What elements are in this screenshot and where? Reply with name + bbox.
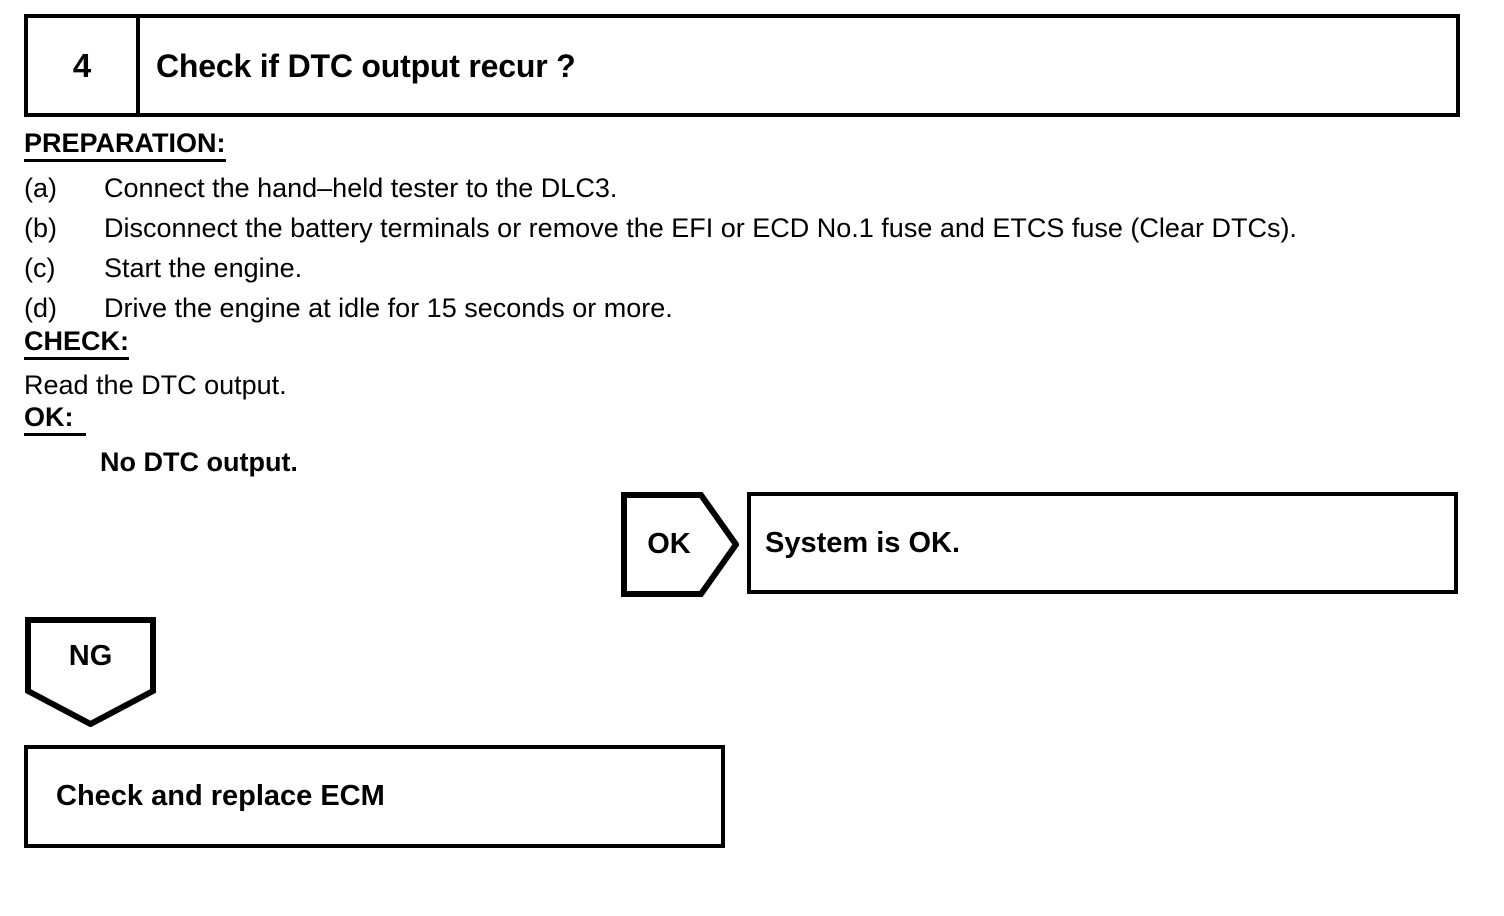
check-heading: CHECK: [24,328,129,360]
step-title-cell: Check if DTC output recur ? [140,18,1456,113]
step-number-cell: 4 [28,18,140,113]
ok-result-text: System is OK. [765,526,961,559]
preparation-item-text: Disconnect the battery terminals or remo… [104,213,1297,243]
check-text: Read the DTC output. [24,370,287,400]
check-heading-row: CHECK: [24,328,1474,364]
ok-criteria-text: No DTC output. [100,447,298,477]
ok-branch-arrow: OK [621,492,739,597]
preparation-item: (d) Drive the engine at idle for 15 seco… [24,288,1474,328]
preparation-item: (a) Connect the hand–held tester to the … [24,168,1474,208]
ng-branch-arrow: NG [25,617,156,727]
ok-arrow-icon [621,492,739,597]
ng-result-text: Check and replace ECM [56,780,385,812]
preparation-item: (c) Start the engine. [24,248,1474,288]
ok-heading: OK: [24,404,86,436]
preparation-item-marker: (a) [24,173,57,203]
preparation-heading-row: PREPARATION: [24,130,1474,166]
preparation-item-text: Connect the hand–held tester to the DLC3… [104,173,618,203]
step-number: 4 [72,47,92,84]
preparation-item-marker: (d) [24,293,57,323]
ng-branch-label: NG [68,639,113,672]
ok-branch-label: OK [647,528,691,560]
procedure-body: PREPARATION: (a) Connect the hand–held t… [24,130,1474,482]
preparation-list: (a) Connect the hand–held tester to the … [24,168,1474,328]
preparation-item: (b) Disconnect the battery terminals or … [24,208,1474,248]
step-header-box: 4 Check if DTC output recur ? [24,14,1460,117]
ok-heading-row: OK: [24,404,1474,440]
preparation-item-text: Drive the engine at idle for 15 seconds … [104,293,673,323]
preparation-item-text: Start the engine. [104,253,303,283]
ok-result-box: System is OK. [747,492,1458,594]
preparation-item-marker: (b) [24,213,57,243]
ng-result-box: Check and replace ECM [24,745,725,848]
preparation-heading: PREPARATION: [24,130,226,162]
preparation-item-marker: (c) [24,253,56,283]
ng-arrow-icon [25,617,156,727]
step-title: Check if DTC output recur ? [156,47,576,84]
